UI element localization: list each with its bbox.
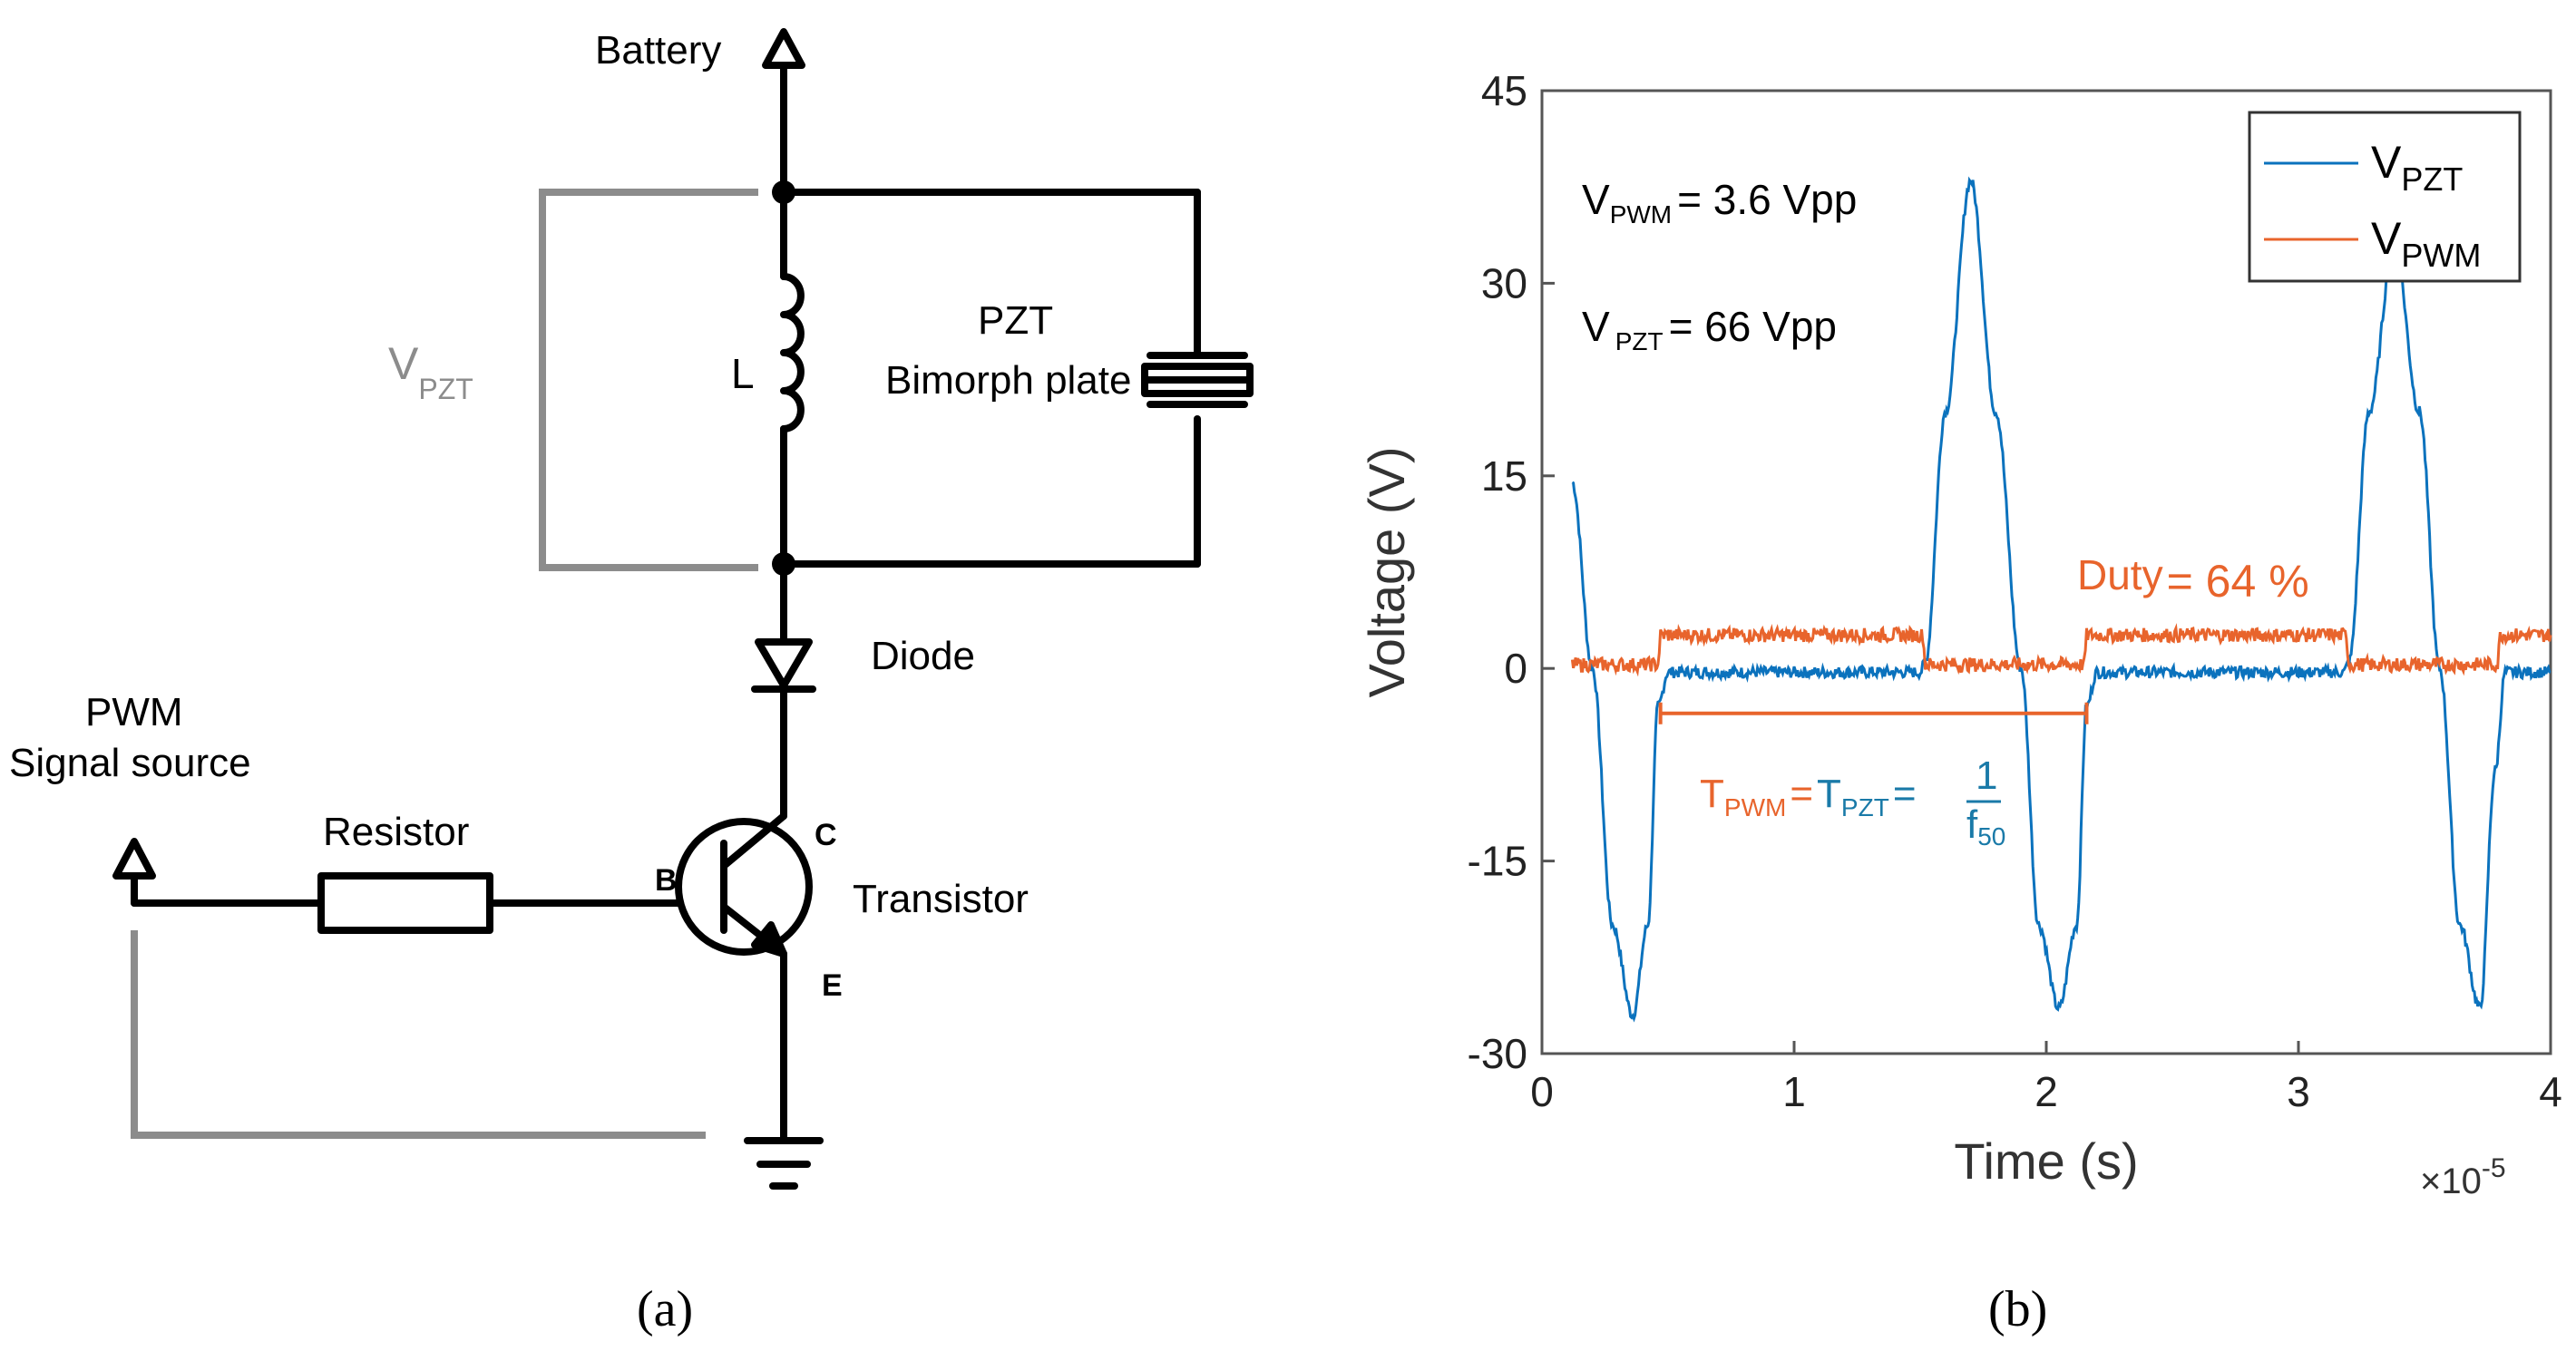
junction-dot-bottom	[772, 552, 795, 576]
fraction-numerator: 1	[1976, 753, 1997, 798]
transistor-icon	[675, 818, 813, 956]
legend-label-vpzt: VPZT	[2371, 137, 2463, 198]
x-tick-label: 1	[1782, 1068, 1806, 1115]
caption-b: (b)	[1988, 1281, 2047, 1337]
x-axis-title: Time (s)	[1954, 1132, 2138, 1190]
vpwm-annotation: VPWM= 3.6 Vpp	[1582, 176, 1857, 228]
x-tick-label: 2	[2034, 1068, 2058, 1115]
pwm-label-line1: PWM	[85, 690, 183, 734]
measurement-brackets	[131, 189, 758, 1139]
y-tick-label: 30	[1481, 259, 1527, 306]
x-tick-label: 4	[2539, 1068, 2562, 1115]
transistor-label: Transistor	[853, 877, 1029, 921]
caption-a: (a)	[637, 1281, 693, 1337]
fraction-denominator: f50	[1966, 802, 2005, 850]
transistor-collector-leg	[720, 812, 787, 870]
x-tick-label: 0	[1530, 1068, 1554, 1115]
duty-annotation: Duty= 64 %	[2077, 551, 2309, 607]
resistor-label: Resistor	[323, 810, 469, 854]
emitter-label: E	[822, 968, 843, 1003]
axis-ticks: 0 1 2 3 4 -30 -15 0 15 30 45	[1468, 67, 2562, 1115]
series-line-v-pwm	[1570, 623, 2552, 677]
y-tick-label: -15	[1468, 838, 1527, 885]
y-tick-label: 15	[1481, 452, 1527, 500]
x-tick-label: 3	[2287, 1068, 2310, 1115]
resistor-icon	[317, 872, 493, 934]
vpzt-bracket	[539, 189, 758, 571]
battery-terminal-icon	[762, 28, 805, 69]
inductor-label: L	[731, 350, 755, 397]
pwm-source-terminal-icon	[112, 838, 156, 880]
x-exponent-label: ×10-5	[2420, 1153, 2506, 1201]
pwm-ground-bracket	[131, 930, 706, 1139]
pzt-label-line2: Bimorph plate	[885, 358, 1131, 403]
legend-label-vpwm: VPWM	[2371, 213, 2481, 274]
period-marker-layer	[1658, 702, 2089, 724]
inductor-coil-icon	[780, 273, 805, 433]
y-tick-label: 45	[1481, 67, 1527, 114]
diode-icon	[755, 638, 813, 689]
y-axis-title: Voltage (V)	[1358, 446, 1415, 697]
junction-dot-top	[772, 180, 795, 204]
y-tick-label: -30	[1468, 1030, 1527, 1077]
legend-box	[2248, 111, 2522, 283]
y-tick-label: 0	[1504, 645, 1527, 692]
diode-label: Diode	[871, 634, 975, 678]
collector-label: C	[815, 818, 837, 852]
period-annotation: TPWM=TPZT=	[1700, 772, 1917, 821]
emitter-arrow-icon	[751, 921, 787, 957]
circuit-diagram	[112, 28, 1254, 1190]
legend: VPZT VPWM	[2248, 111, 2522, 283]
vpzt-label: VPZT	[388, 338, 473, 405]
pzt-label-line1: PZT	[978, 298, 1053, 343]
base-label: B	[655, 863, 678, 898]
battery-label: Battery	[595, 28, 721, 73]
pwm-label-line2: Signal source	[9, 741, 251, 785]
